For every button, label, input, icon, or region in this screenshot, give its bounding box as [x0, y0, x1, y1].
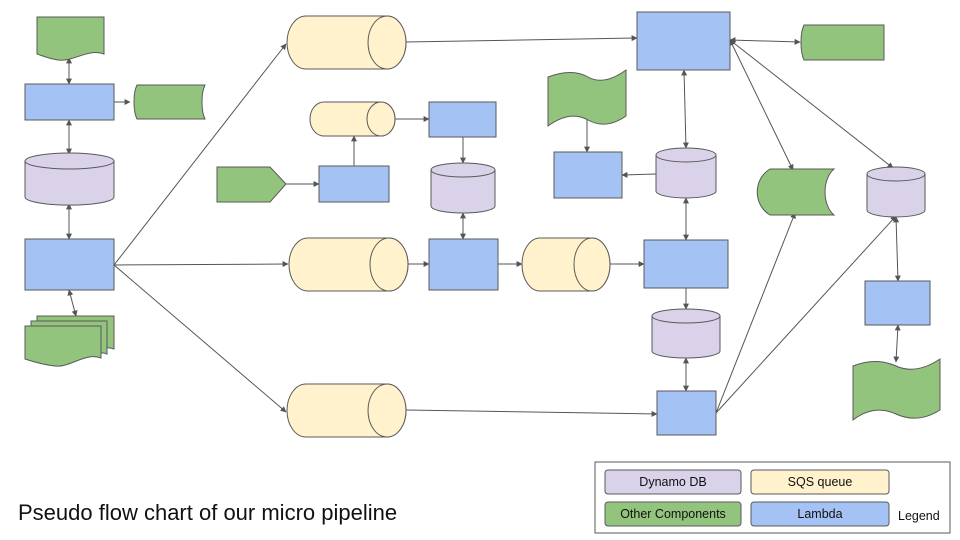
- sqs-queue-cylinder: [309, 101, 396, 137]
- edge-lambda-top-db-right: [681, 69, 689, 149]
- edge-lambda-bottom-db-far: [715, 215, 897, 414]
- lambda-box: [24, 238, 115, 291]
- legend-label-lambda: Lambda: [797, 507, 842, 521]
- edge-lambda2-sqs-mid: [113, 261, 289, 268]
- edge-lambda-top-db-far: [729, 39, 894, 169]
- edge-db-right-lambda-midright: [621, 171, 657, 178]
- edge-db-far-lambda-far: [893, 216, 901, 282]
- dynamo-db-cylinder: [430, 162, 496, 214]
- lambda-box: [656, 390, 717, 436]
- stored-data-shape: [800, 24, 885, 61]
- stored-data-shape: [756, 168, 836, 216]
- lambda-box: [553, 151, 623, 199]
- edge-lambda-top-other: [729, 37, 801, 45]
- document-shape: [547, 69, 627, 127]
- dynamo-db-cylinder: [651, 308, 721, 359]
- edge-sqs-top-lambda-top: [405, 35, 638, 43]
- legend-item-dynamo: Dynamo DB: [604, 469, 742, 495]
- lambda-box: [428, 101, 497, 138]
- connectors: [66, 35, 901, 417]
- off-page-connector-shape: [216, 166, 287, 203]
- lambda-box: [636, 11, 731, 71]
- document-shape: [852, 358, 941, 422]
- edge-lambda-bottom-storage: [715, 212, 796, 414]
- lambda-box: [643, 239, 729, 289]
- lambda-box: [24, 83, 115, 121]
- legend-label-sqs: SQS queue: [788, 475, 853, 489]
- document-shape: [36, 16, 105, 61]
- edge-lambda2-sqs-top: [113, 43, 287, 266]
- edge-sqs-bottom-lambda-bottom: [405, 409, 658, 417]
- lambda-box: [318, 165, 390, 203]
- lambda-box: [428, 238, 499, 291]
- edge-lambda2-sqs-bottom: [113, 264, 287, 413]
- legend-item-other: Other Components: [604, 501, 742, 527]
- legend-label-dynamo: Dynamo DB: [639, 475, 706, 489]
- legend-label-other: Other Components: [620, 507, 726, 521]
- sqs-queue-cylinder: [288, 237, 409, 292]
- dynamo-db-cylinder: [866, 166, 926, 218]
- lambda-box: [864, 280, 931, 326]
- edge-lambda-top-storage: [729, 39, 794, 171]
- dynamo-db-cylinder: [24, 152, 115, 206]
- multi-document-shape: [24, 315, 115, 367]
- diagram-caption: Pseudo flow chart of our micro pipeline: [18, 500, 398, 525]
- sqs-queue-cylinder: [286, 15, 407, 70]
- edge-lambda-far-doc: [893, 324, 901, 363]
- legend: Dynamo DB SQS queue Other Components Lam…: [594, 461, 951, 534]
- sqs-queue-cylinder: [286, 383, 407, 438]
- stored-data-shape: [133, 84, 206, 120]
- legend-item-lambda: Lambda: [750, 501, 890, 527]
- edge-lambda2-multidoc: [67, 289, 78, 317]
- legend-item-sqs: SQS queue: [750, 469, 890, 495]
- legend-title: Legend: [898, 509, 940, 523]
- sqs-queue-cylinder: [521, 237, 611, 292]
- dynamo-db-cylinder: [655, 147, 717, 199]
